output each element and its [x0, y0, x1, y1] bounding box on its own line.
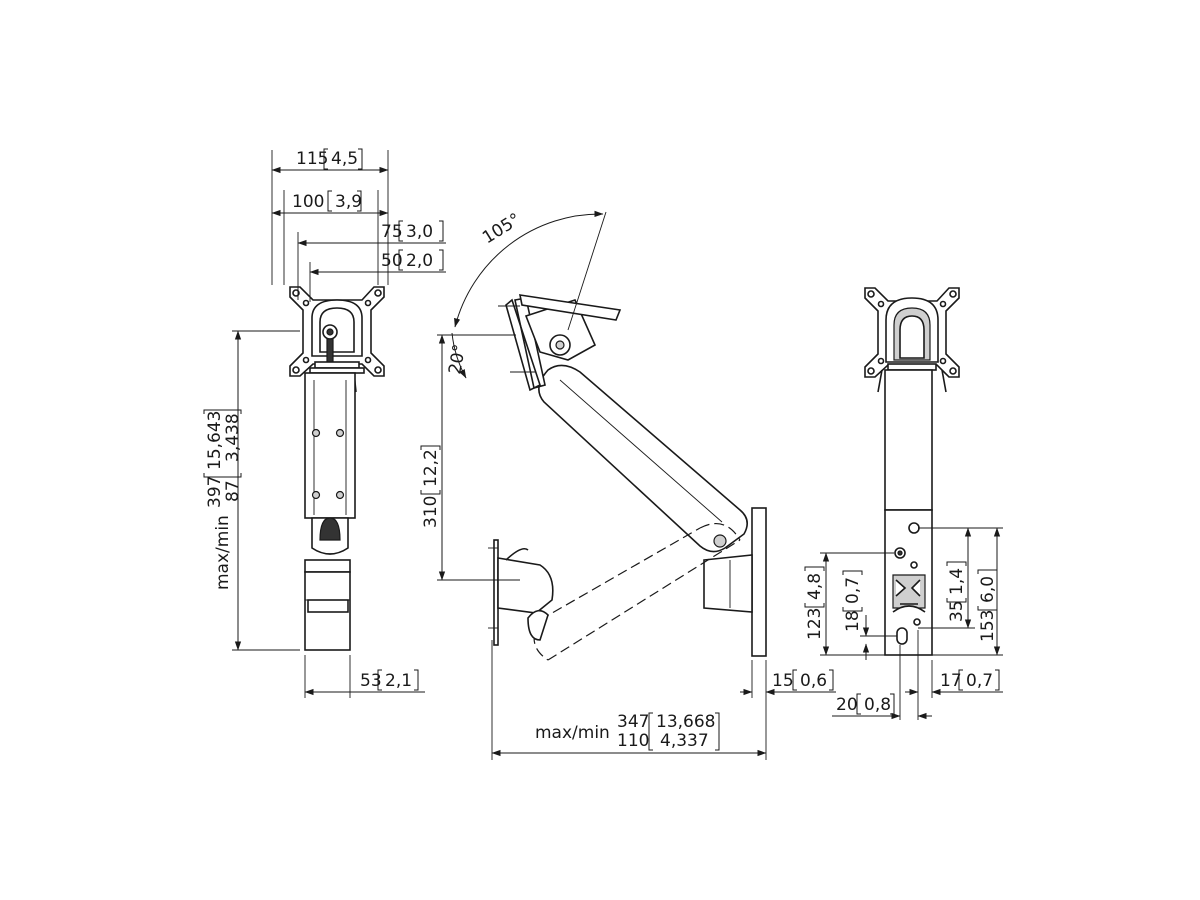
side-dim-15-in: 0,6 — [800, 671, 827, 691]
rear-dim-18: 18 — [843, 610, 863, 632]
reach-max-in: 13,668 — [656, 712, 715, 732]
front-dim-75-in: 3,0 — [406, 222, 433, 242]
reach-min: 110 — [617, 731, 649, 751]
front-height-min-in: 3,438 — [223, 413, 243, 462]
front-dim-50: 50 — [381, 251, 403, 271]
front-dim-115-in: 4,5 — [331, 149, 358, 169]
rear-dim-20-in: 0,8 — [864, 695, 891, 715]
rear-dim-18-in: 0,7 — [843, 577, 863, 604]
tilt-up-angle: 105° — [479, 210, 524, 249]
rear-dim-153-in: 6,0 — [978, 576, 998, 603]
rear-dim-123: 123 — [805, 608, 825, 640]
lower-arm-dashed — [533, 522, 741, 661]
front-height-max-in: 15,643 — [205, 411, 225, 470]
front-height-prefix: max/min — [213, 515, 233, 590]
rear-dim-20: 20 — [836, 695, 858, 715]
front-height-max: 397 — [205, 476, 225, 508]
rear-dim-17-in: 0,7 — [966, 671, 993, 691]
front-dim-75: 75 — [381, 222, 403, 242]
rear-view: 123 4,8 18 0,7 35 1,4 153 6,0 — [804, 287, 1003, 720]
rear-dim-35-in: 1,4 — [947, 568, 967, 595]
lower-head — [488, 539, 554, 646]
side-dim-15: 15 — [772, 671, 794, 691]
rear-dim-17: 17 — [940, 671, 962, 691]
rear-dim-123-in: 4,8 — [805, 573, 825, 600]
wall-plate — [703, 507, 767, 657]
rear-vesa-plate — [864, 287, 960, 393]
front-dim-100: 100 — [292, 192, 324, 212]
reach-max: 347 — [617, 712, 649, 732]
upper-arm — [538, 364, 748, 553]
rear-arm-column — [884, 369, 933, 656]
front-vesa-plate — [289, 286, 385, 393]
front-view: 115 4,5 100 3,9 75 3,0 50 2,0 max/min 39… — [203, 148, 446, 698]
front-height-min: 87 — [223, 480, 243, 502]
front-arm-column — [304, 372, 356, 651]
reach-min-in: 4,337 — [660, 731, 709, 751]
front-dim-50-in: 2,0 — [406, 251, 433, 271]
rear-dim-153: 153 — [978, 610, 998, 642]
front-dim-100-in: 3,9 — [335, 192, 362, 212]
rear-dim-35: 35 — [947, 600, 967, 622]
front-dim-53: 53 — [360, 671, 382, 691]
side-dim-310: 310 — [421, 496, 441, 528]
reach-prefix: max/min — [535, 723, 610, 743]
side-view: 105° 20° 310 12,2 max/min 347 110 13,668… — [420, 210, 836, 760]
side-dim-310-in: 12,2 — [421, 449, 441, 487]
front-dim-53-in: 2,1 — [385, 671, 412, 691]
front-dim-115: 115 — [296, 149, 328, 169]
tilt-down-angle: 20° — [445, 343, 470, 376]
